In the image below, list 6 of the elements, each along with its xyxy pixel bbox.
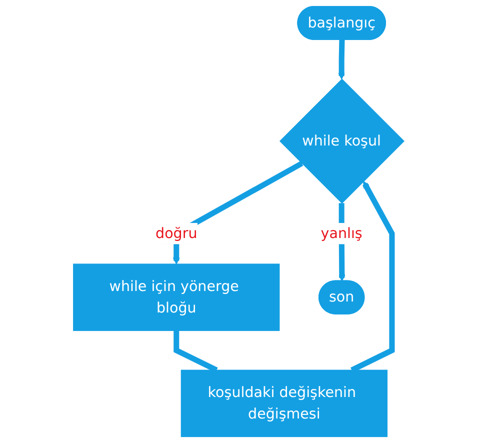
node-box: koşuldaki değişkenin değişmesi <box>180 370 388 438</box>
edge-label: doğru <box>155 225 198 242</box>
edge-label: yanlış <box>320 225 362 242</box>
arrow <box>338 40 345 80</box>
node-diamond: while koşul <box>279 78 404 204</box>
node-box: while için yönerge bloğu <box>72 264 280 331</box>
